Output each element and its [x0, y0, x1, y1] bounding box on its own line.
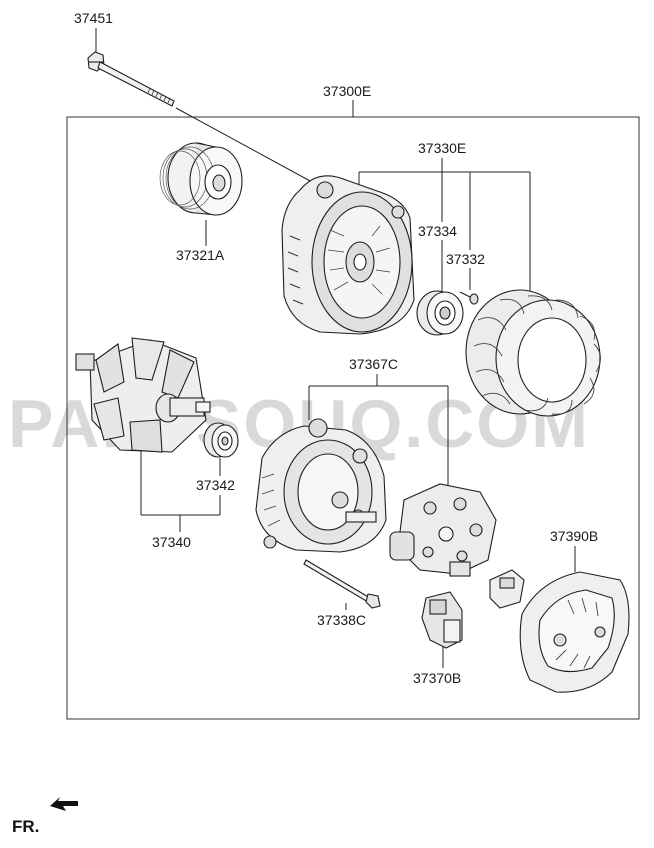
bearing-37342: [203, 422, 239, 458]
part-label-37367C[interactable]: 37367C: [349, 356, 398, 372]
part-label-37370B[interactable]: 37370B: [413, 670, 461, 686]
bolt-37338C: [303, 559, 381, 609]
bearing-37334: [416, 290, 464, 336]
part-label-37390B[interactable]: 37390B: [550, 528, 598, 544]
regulator-37370B: [421, 591, 463, 649]
rotor-37340: [75, 337, 211, 453]
part-label-37451[interactable]: 37451: [74, 10, 113, 26]
front-direction-label: FR.: [12, 817, 39, 836]
brush-holder: [489, 569, 525, 609]
rectifier: [389, 483, 497, 577]
part-label-37342[interactable]: 37342: [196, 477, 235, 493]
rear-housing: [255, 418, 387, 553]
part-labels: 37451 37300E 37330E 37321A 37334 37332 3…: [74, 10, 598, 686]
through-bolt-37451: [87, 51, 175, 107]
stator: [465, 289, 601, 417]
part-label-37300E[interactable]: 37300E: [323, 83, 371, 99]
front-housing: [281, 175, 415, 335]
rear-cover-37390B: [519, 571, 630, 693]
part-label-37330E[interactable]: 37330E: [418, 140, 466, 156]
part-label-37332[interactable]: 37332: [446, 251, 485, 267]
screw-37332: [459, 291, 479, 305]
front-direction-indicator: FR.: [12, 797, 78, 836]
front-direction-arrow-icon: [50, 797, 78, 811]
part-label-37338C[interactable]: 37338C: [317, 612, 366, 628]
part-label-37321A[interactable]: 37321A: [176, 247, 225, 263]
leader-lines: [95, 28, 576, 668]
part-label-37340[interactable]: 37340: [152, 534, 191, 550]
part-label-37334[interactable]: 37334: [418, 223, 457, 239]
pulley-37321A: [159, 142, 243, 216]
